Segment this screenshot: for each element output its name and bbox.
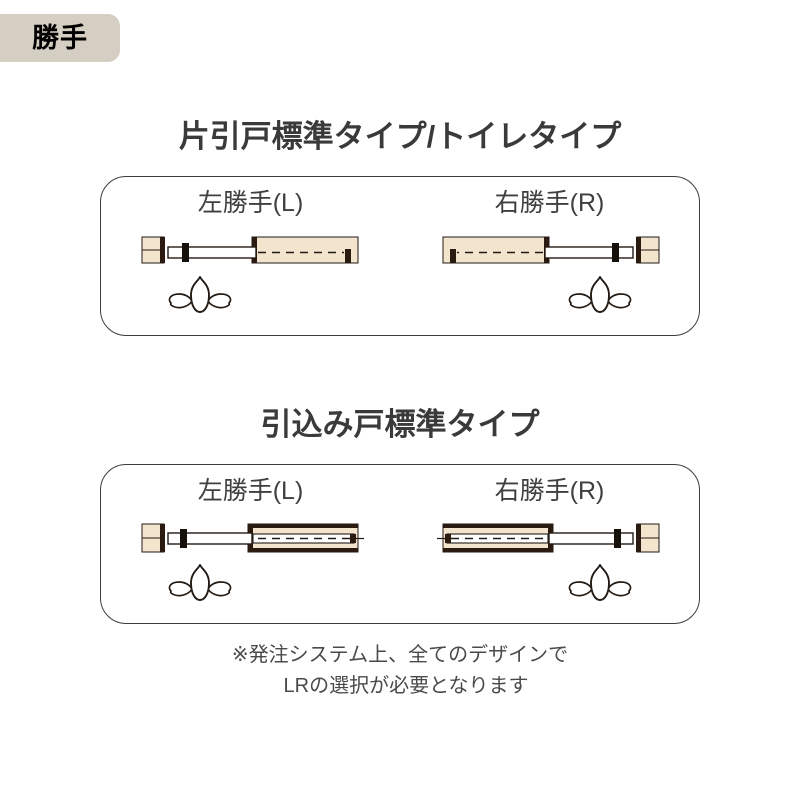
door-diagram-left	[101, 233, 400, 273]
door-diagram-right	[400, 233, 699, 273]
variant-right[interactable]: 右勝手(R)	[400, 465, 699, 623]
variant-pair: 左勝手(L)	[101, 465, 699, 623]
footnote-line-2: LRの選択が必要となります	[283, 675, 529, 697]
footnote: ※発注システム上、全てのデザインで LRの選択が必要となります	[0, 640, 800, 702]
section-title: 片引戸標準タイプ/トイレタイプ	[178, 119, 622, 154]
variant-left[interactable]: 左勝手(L)	[101, 177, 400, 335]
person-top-view-icon	[101, 561, 400, 607]
variant-right[interactable]: 右勝手(R)	[400, 177, 699, 335]
variant-label: 左勝手(L)	[197, 189, 304, 218]
variant-label: 右勝手(R)	[494, 189, 605, 218]
section-title: 引込み戸標準タイプ	[260, 407, 540, 442]
section-single-sliding: 片引戸標準タイプ/トイレタイプ 左勝手(L)	[0, 119, 800, 337]
variant-label: 右勝手(R)	[494, 477, 605, 506]
person-top-view-icon	[400, 273, 699, 319]
door-diagram-left	[101, 521, 400, 561]
door-diagram-right	[400, 521, 699, 561]
variant-left[interactable]: 左勝手(L)	[101, 465, 400, 623]
section-pocket-door: 引込み戸標準タイプ 左勝手(L)	[0, 407, 800, 625]
diagram-card: 左勝手(L)	[100, 464, 700, 625]
variant-label: 左勝手(L)	[197, 477, 304, 506]
variant-pair: 左勝手(L)	[101, 177, 699, 335]
diagram-card: 左勝手(L)	[100, 176, 700, 337]
person-top-view-icon	[101, 273, 400, 319]
section-badge: 勝手	[0, 14, 120, 62]
badge-label: 勝手	[32, 22, 88, 53]
person-top-view-icon	[400, 561, 699, 607]
footnote-line-1: ※発注システム上、全てのデザインで	[231, 644, 569, 666]
